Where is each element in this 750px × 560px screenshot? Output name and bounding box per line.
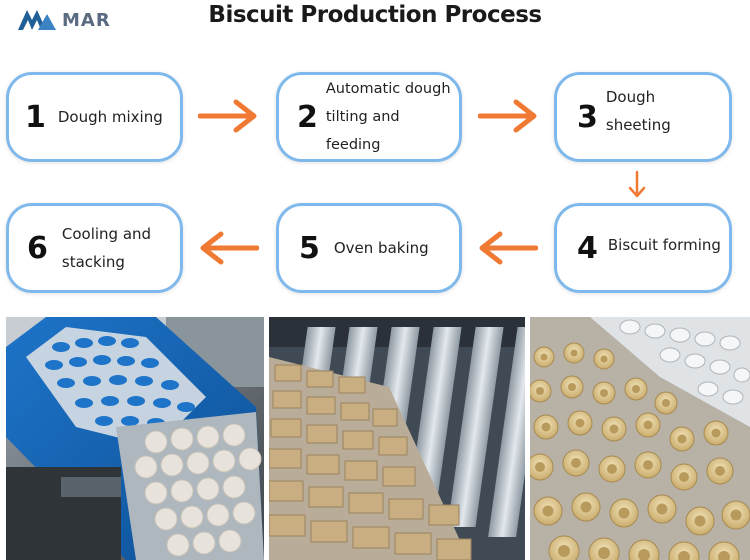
step-1: 1 Dough mixing (6, 72, 183, 162)
step-6: 6 Cooling and stacking (6, 203, 183, 293)
step-label: Dough mixing (57, 108, 163, 126)
brand-logo: MAR (18, 6, 111, 34)
step-number: 6 (27, 230, 48, 266)
arrow-left-icon (479, 231, 538, 265)
mountain-logo-icon (18, 10, 56, 30)
rotary-moulder-photo (6, 317, 264, 560)
page-title: Biscuit Production Process (208, 2, 542, 28)
rectangular-biscuits-photo (269, 317, 525, 560)
ring-cookies-photo (530, 317, 750, 560)
step-number: 2 (297, 99, 318, 135)
step-label: Automatic dough tilting and feeding (325, 81, 451, 153)
step-3: 3 Dough sheeting (554, 72, 732, 162)
arrow-right-icon (478, 99, 537, 133)
step-label: Dough sheeting (605, 88, 671, 134)
step-4: 4 Biscuit forming (554, 203, 732, 293)
step-2: 2 Automatic dough tilting and feeding (276, 72, 462, 162)
step-number: 3 (577, 99, 598, 135)
logo-text: MAR (62, 9, 111, 31)
step-number: 1 (25, 99, 46, 135)
step-label: Biscuit forming (607, 236, 721, 254)
step-5: 5 Oven baking (276, 203, 462, 293)
arrow-left-icon (200, 231, 259, 265)
step-number: 5 (299, 230, 320, 266)
step-number: 4 (577, 230, 598, 266)
arrow-right-icon (198, 99, 257, 133)
step-label: Oven baking (333, 239, 429, 257)
arrow-down-icon (628, 170, 646, 198)
step-label: Cooling and stacking (61, 225, 152, 271)
